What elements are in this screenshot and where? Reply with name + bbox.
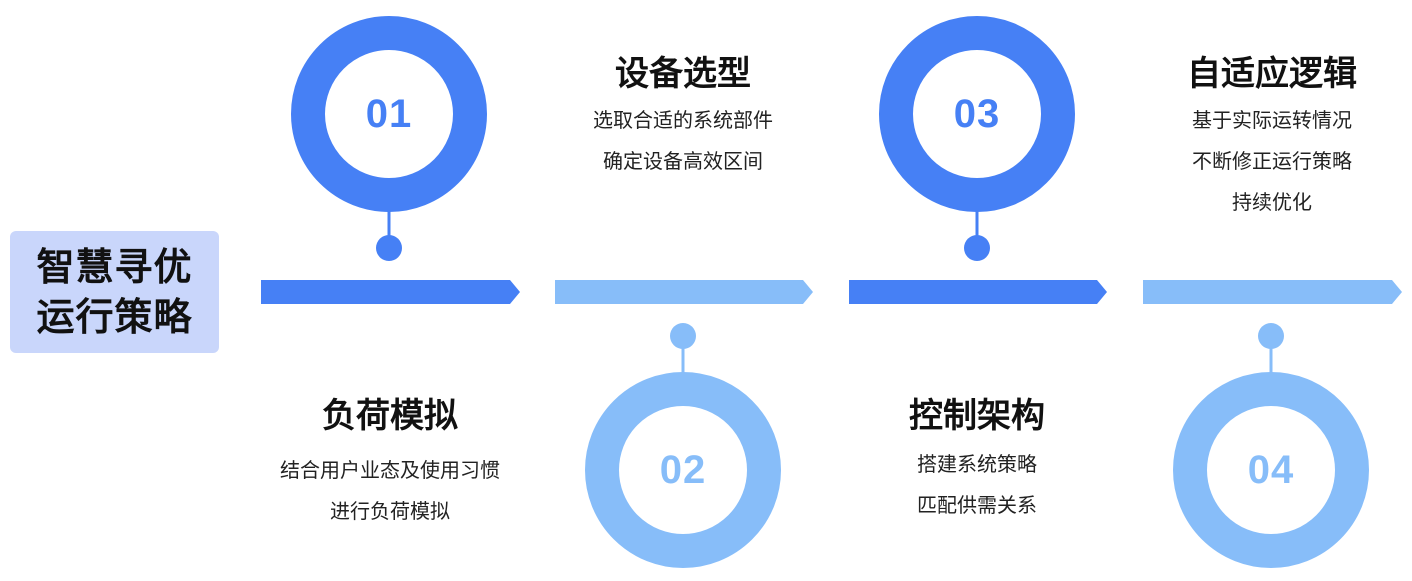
step-3-number: 03	[953, 91, 1001, 136]
step-4-title: 自适应逻辑	[1187, 54, 1357, 94]
step-4-desc-line-3: 持续优化	[1232, 190, 1312, 214]
arrow-segment-4	[1143, 280, 1402, 304]
step-1-title: 负荷模拟	[322, 396, 458, 436]
step-2-ring: 02	[585, 372, 781, 568]
step-1-text: 负荷模拟 结合用户业态及使用习惯 进行负荷模拟	[240, 394, 540, 532]
step-1-desc-line-1: 结合用户业态及使用习惯	[280, 458, 500, 482]
strategy-label-line-2: 运行策略	[36, 295, 193, 339]
step-2-number: 02	[659, 447, 707, 492]
arrow-segment-3	[849, 280, 1107, 304]
step-2-text: 设备选型 选取合适的系统部件 确定设备高效区间	[533, 52, 833, 182]
step-4-ring: 04	[1173, 372, 1369, 568]
step-2-desc-line-2: 确定设备高效区间	[603, 149, 763, 173]
connector-dot-4	[1258, 323, 1284, 349]
step-3-title: 控制架构	[909, 396, 1045, 436]
arrow-segment-2	[555, 280, 813, 304]
step-1-desc-line-2: 进行负荷模拟	[330, 499, 450, 523]
strategy-label-box: 智慧寻优 运行策略	[10, 231, 219, 353]
step-2-desc-line-1: 选取合适的系统部件	[593, 108, 773, 132]
step-4-text: 自适应逻辑 基于实际运转情况 不断修正运行策略 持续优化	[1122, 52, 1412, 223]
step-4-desc-line-2: 不断修正运行策略	[1192, 149, 1352, 173]
step-2-title: 设备选型	[615, 54, 751, 94]
connector-dot-1	[376, 235, 402, 261]
step-1-number: 01	[365, 91, 413, 136]
step-3-desc-line-2: 匹配供需关系	[917, 493, 1037, 517]
step-4-desc-line-1: 基于实际运转情况	[1192, 108, 1352, 132]
step-4-number: 04	[1247, 447, 1295, 492]
step-3-desc-line-1: 搭建系统策略	[917, 452, 1037, 476]
connector-dot-2	[670, 323, 696, 349]
connector-dot-3	[964, 235, 990, 261]
step-3-ring: 03	[879, 16, 1075, 212]
strategy-label-line-1: 智慧寻优	[36, 245, 193, 289]
arrow-segment-1	[261, 280, 520, 304]
step-3-text: 控制架构 搭建系统策略 匹配供需关系	[827, 394, 1127, 526]
step-1-ring: 01	[291, 16, 487, 212]
